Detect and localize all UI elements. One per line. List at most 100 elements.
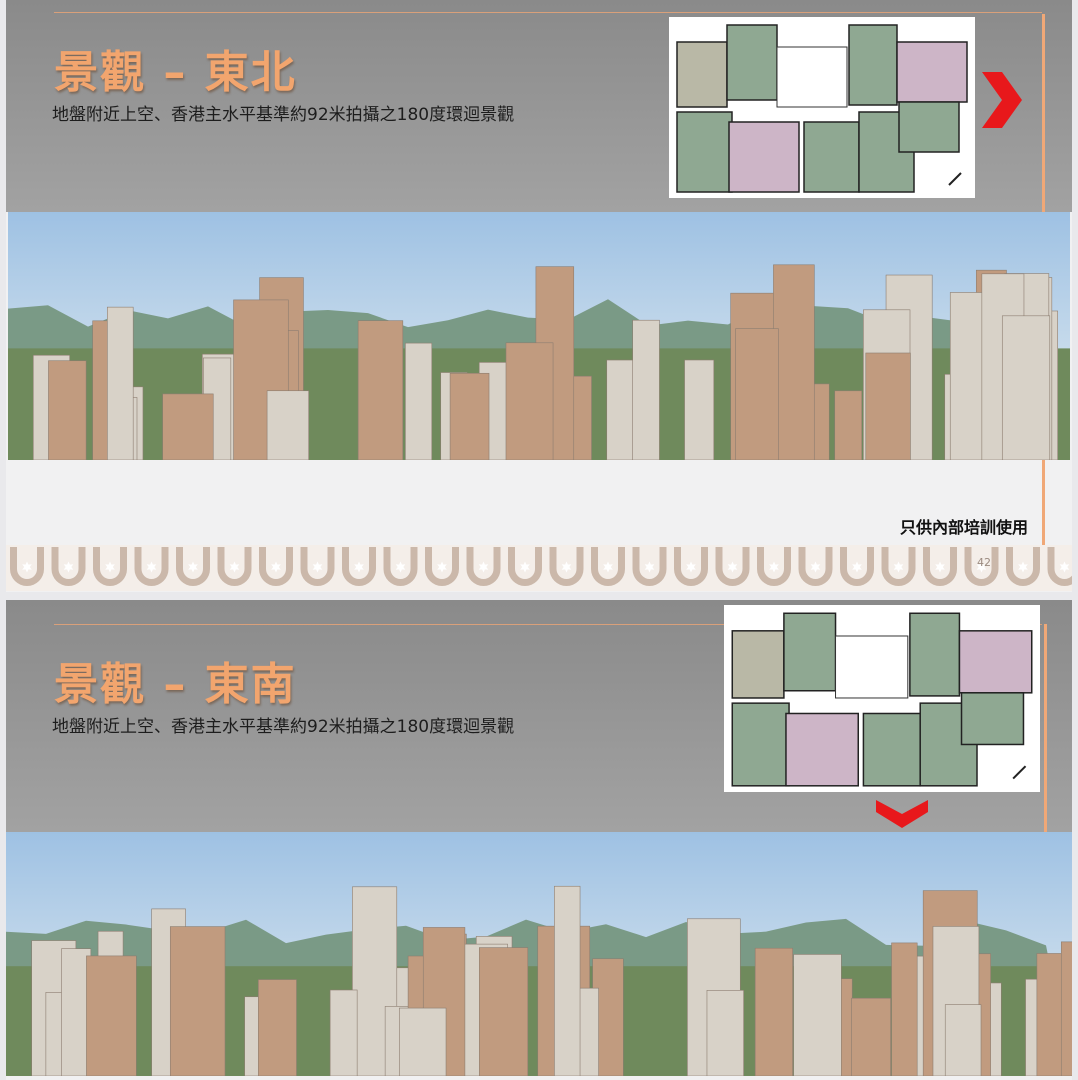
floor-plan-unit <box>803 121 860 193</box>
floor-plan-unit <box>731 630 785 699</box>
star-icon <box>395 561 406 573</box>
star-icon <box>561 561 572 573</box>
star-icon <box>354 561 364 573</box>
building <box>632 319 660 460</box>
building <box>169 926 226 1076</box>
star-icon <box>146 561 157 573</box>
building <box>449 372 490 460</box>
border-arch <box>632 547 667 586</box>
building <box>107 306 134 460</box>
border-arch <box>134 547 169 586</box>
star-icon <box>644 561 655 573</box>
floor-plan-unit <box>960 692 1025 746</box>
accent-line <box>1044 624 1047 832</box>
building <box>1001 315 1051 460</box>
building <box>357 320 404 460</box>
slide-southeast-view: 景觀 – 東南 地盤附近上空、香港主水平基準約92米拍攝之180度環迴景觀 <box>6 600 1072 1080</box>
floor-plan-unit <box>909 612 961 697</box>
building <box>405 342 433 460</box>
star-icon <box>603 561 613 573</box>
border-arch <box>342 547 376 586</box>
footer-note: 只供內部培訓使用 <box>899 518 1028 537</box>
border-arch <box>466 547 501 586</box>
star-icon <box>478 561 489 573</box>
star-icon <box>229 561 240 573</box>
floor-plan-unit <box>783 612 837 692</box>
floor-plan <box>724 605 1040 792</box>
building <box>735 328 779 460</box>
building <box>162 393 214 460</box>
border-arch <box>549 547 584 586</box>
building <box>706 990 744 1076</box>
floor-plan-unit <box>728 121 800 193</box>
border-arch <box>508 547 542 586</box>
building <box>793 954 842 1076</box>
border-arch <box>51 547 86 586</box>
floor-plan-unit <box>958 630 1033 694</box>
border-arch <box>217 547 252 586</box>
star-icon <box>727 561 738 573</box>
border-arch <box>259 547 293 586</box>
decorative-border <box>6 545 1072 591</box>
border-arch <box>10 547 44 586</box>
building <box>86 955 137 1076</box>
building <box>684 359 715 460</box>
building <box>266 390 310 460</box>
building <box>773 264 815 460</box>
star-icon <box>520 561 530 573</box>
border-arch <box>881 547 916 586</box>
building <box>865 352 911 460</box>
star-icon <box>1059 561 1070 573</box>
core-area <box>835 635 909 699</box>
star-icon <box>1018 561 1028 573</box>
border-arch <box>674 547 708 586</box>
building <box>258 979 297 1076</box>
star-icon <box>437 561 447 573</box>
floor-plan-unit <box>726 24 778 101</box>
border-arch <box>383 547 418 586</box>
building <box>891 942 918 1076</box>
star-icon <box>976 561 987 573</box>
border-arch <box>93 547 127 586</box>
star-icon <box>22 561 32 573</box>
border-arch <box>757 547 791 586</box>
north-arrow-icon <box>1012 765 1027 780</box>
star-icon <box>271 561 281 573</box>
panorama-photo <box>8 212 1070 460</box>
building <box>554 885 581 1076</box>
building <box>834 390 863 460</box>
star-icon <box>893 561 904 573</box>
slide-subtitle: 地盤附近上空、香港主水平基準約92米拍攝之180度環迴景觀 <box>52 717 515 737</box>
floor-plan <box>669 17 975 198</box>
floor-plan-unit <box>848 24 898 106</box>
building <box>1060 941 1072 1076</box>
arrow-right-icon <box>982 72 1022 128</box>
slide-northeast-view: 景觀 – 東北 地盤附近上空、香港主水平基準約92米拍攝之180度環迴景觀 只供… <box>6 0 1072 592</box>
floor-plan-unit <box>676 111 733 193</box>
building <box>399 1007 447 1076</box>
building <box>505 342 554 460</box>
slide-title: 景觀 – 東南 <box>54 659 297 710</box>
star-icon <box>188 561 198 573</box>
header-rule <box>54 12 1042 13</box>
slide-title: 景觀 – 東北 <box>54 47 297 98</box>
border-arch <box>964 547 999 586</box>
floor-plan-unit <box>898 101 960 153</box>
building <box>479 947 529 1076</box>
star-icon <box>852 561 862 573</box>
star-icon <box>935 561 945 573</box>
border-arch <box>923 547 957 586</box>
border-arch <box>425 547 459 586</box>
floor-plan-unit <box>862 712 921 787</box>
building <box>944 1004 982 1076</box>
star-icon <box>105 561 115 573</box>
border-arch <box>798 547 833 586</box>
slide-subtitle: 地盤附近上空、香港主水平基準約92米拍攝之180度環迴景觀 <box>52 105 515 125</box>
building <box>754 947 793 1076</box>
page-number: 42 <box>977 556 991 569</box>
star-icon <box>312 561 323 573</box>
star-icon <box>686 561 696 573</box>
building <box>851 997 891 1076</box>
star-icon <box>810 561 821 573</box>
border-arch <box>1047 547 1072 586</box>
